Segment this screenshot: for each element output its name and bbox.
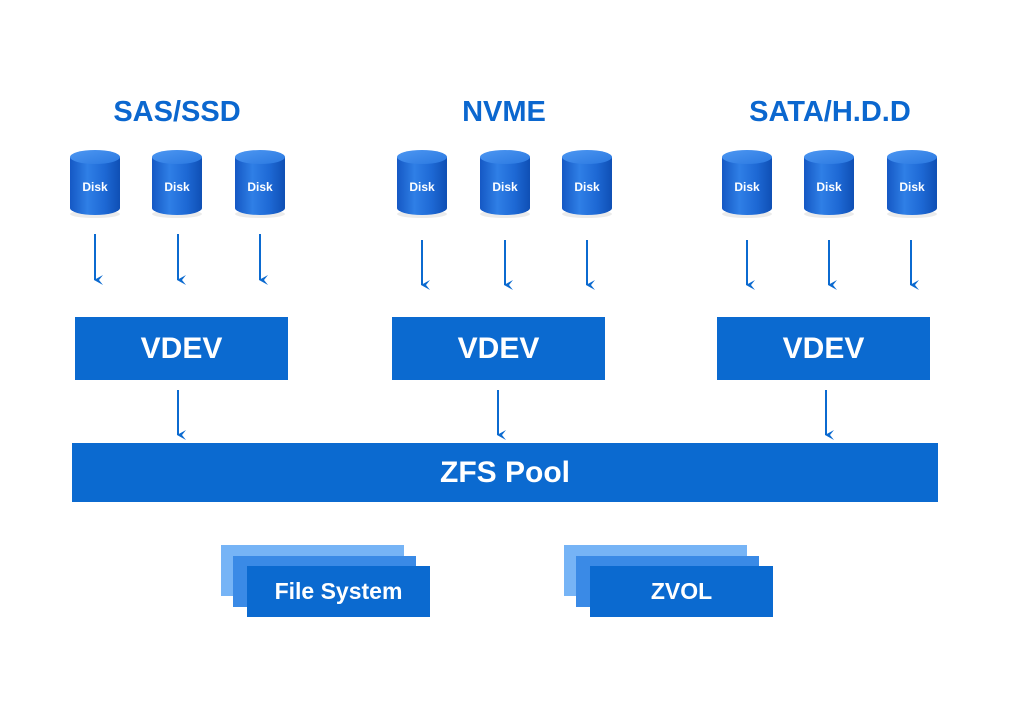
disk-icon: Disk <box>150 148 204 218</box>
zfs-pool-box: ZFS Pool <box>72 443 938 502</box>
disk-icon: Disk <box>720 148 774 218</box>
disk-icon: Disk <box>68 148 122 218</box>
group-title-sas-ssd: SAS/SSD <box>113 96 241 128</box>
file-system-label: File System <box>247 566 430 617</box>
disk-icon: Disk <box>395 148 449 218</box>
disk-label: Disk <box>574 180 600 194</box>
disk-label: Disk <box>164 180 190 194</box>
disk-icon: Disk <box>885 148 939 218</box>
group-title-sata-hdd: SATA/H.D.D <box>749 96 911 128</box>
disk-label: Disk <box>492 180 518 194</box>
group-title-nvme: NVME <box>462 96 546 128</box>
disk-label: Disk <box>82 180 108 194</box>
zvol-label: ZVOL <box>590 566 773 617</box>
disk-label: Disk <box>409 180 435 194</box>
disk-label: Disk <box>899 180 925 194</box>
vdev-box-sas-ssd: VDEV <box>75 317 288 380</box>
disk-label: Disk <box>734 180 760 194</box>
disk-label: Disk <box>816 180 842 194</box>
disk-label: Disk <box>247 180 273 194</box>
vdev-box-nvme: VDEV <box>392 317 605 380</box>
disk-icon: Disk <box>802 148 856 218</box>
disk-icon: Disk <box>560 148 614 218</box>
vdev-box-sata-hdd: VDEV <box>717 317 930 380</box>
disk-icon: Disk <box>233 148 287 218</box>
disk-icon: Disk <box>478 148 532 218</box>
